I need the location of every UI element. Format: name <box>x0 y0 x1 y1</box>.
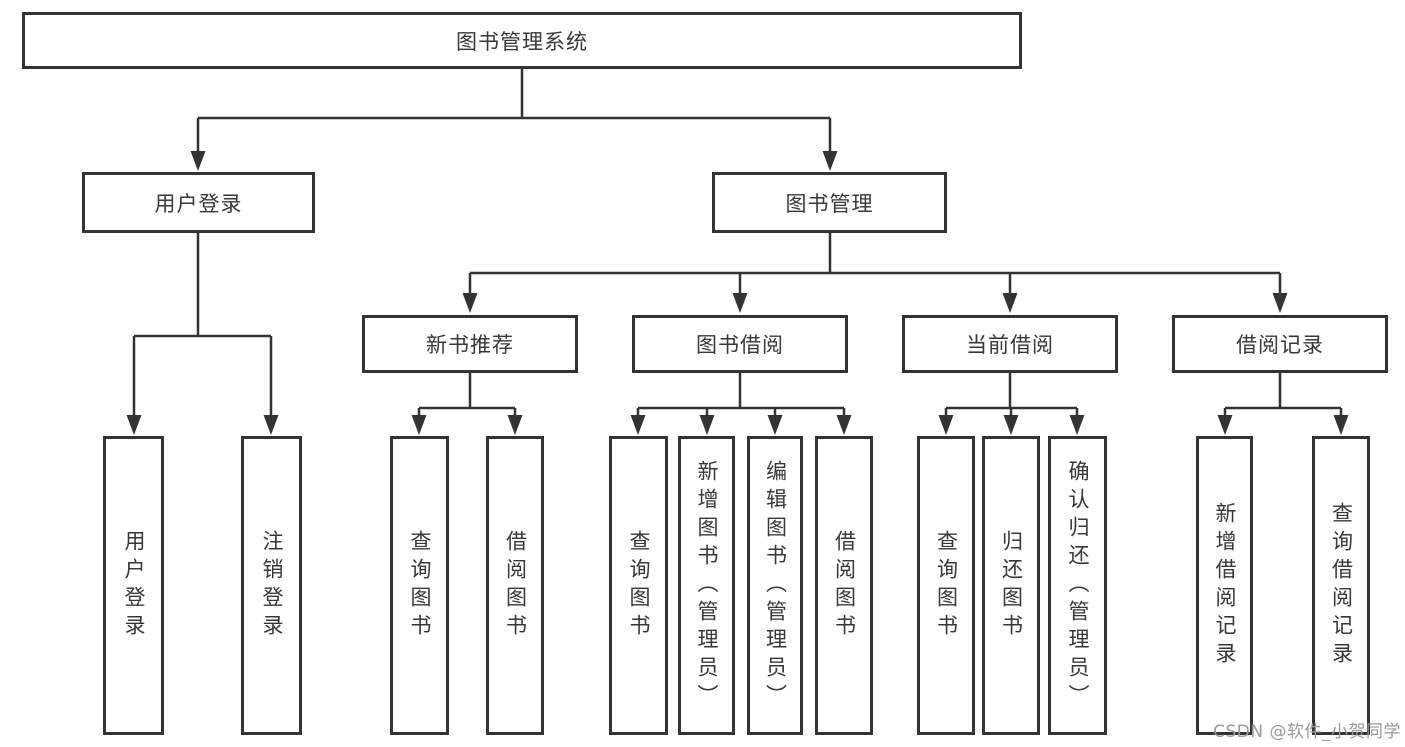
node-current-borrowing-label: 当前借阅 <box>966 333 1054 357</box>
node-current-borrowing: 当前借阅 <box>902 315 1118 373</box>
node-root-label: 图书管理系统 <box>456 29 588 54</box>
leaf-borrow-books-1-label: 借阅图书 <box>503 529 528 642</box>
leaf-query-books-2: 查询图书 <box>609 436 668 735</box>
leaf-return-books-label: 归还图书 <box>999 529 1024 642</box>
leaf-borrow-books-2: 借阅图书 <box>815 436 873 735</box>
leaf-query-borrow-record-label: 查询借阅记录 <box>1329 501 1354 670</box>
leaf-query-borrow-record: 查询借阅记录 <box>1312 436 1370 735</box>
node-user-login: 用户登录 <box>82 172 315 233</box>
csdn-watermark: CSDN @软件_小贺同学 <box>1213 722 1401 742</box>
node-borrow-records: 借阅记录 <box>1172 315 1388 373</box>
node-book-management-label: 图书管理 <box>785 191 874 216</box>
leaf-edit-books-admin-label: 编辑图书（管理员） <box>763 459 788 712</box>
leaf-edit-books-admin: 编辑图书（管理员） <box>747 436 803 735</box>
leaf-logout: 注销登录 <box>241 436 302 735</box>
node-book-borrowing-label: 图书借阅 <box>696 333 784 357</box>
leaf-add-books-admin: 新增图书（管理员） <box>678 436 735 735</box>
leaf-user-login-label: 用户登录 <box>122 529 146 642</box>
node-user-login-label: 用户登录 <box>154 191 243 216</box>
node-book-management: 图书管理 <box>712 172 947 233</box>
leaf-add-books-admin-label: 新增图书（管理员） <box>695 459 719 712</box>
leaf-query-books-3-label: 查询图书 <box>934 529 959 642</box>
leaf-borrow-books-2-label: 借阅图书 <box>832 529 857 642</box>
leaf-query-books-2-label: 查询图书 <box>627 529 651 642</box>
leaf-query-books-1: 查询图书 <box>390 436 449 735</box>
leaf-borrow-books-1: 借阅图书 <box>486 436 544 735</box>
node-borrow-records-label: 借阅记录 <box>1236 333 1324 357</box>
node-root-system: 图书管理系统 <box>22 12 1022 69</box>
leaf-query-books-3: 查询图书 <box>917 436 975 735</box>
node-new-book-recommend: 新书推荐 <box>362 315 578 373</box>
leaf-query-books-1-label: 查询图书 <box>408 529 432 642</box>
leaf-confirm-return-admin: 确认归还（管理员） <box>1048 436 1107 735</box>
leaf-logout-label: 注销登录 <box>260 529 284 642</box>
leaf-return-books: 归还图书 <box>982 436 1040 735</box>
node-book-borrowing: 图书借阅 <box>632 315 848 373</box>
leaf-confirm-return-admin-label: 确认归还（管理员） <box>1066 459 1090 712</box>
leaf-user-login: 用户登录 <box>103 436 164 735</box>
node-new-book-recommend-label: 新书推荐 <box>426 333 514 357</box>
leaf-add-borrow-record: 新增借阅记录 <box>1196 436 1253 735</box>
leaf-add-borrow-record-label: 新增借阅记录 <box>1213 501 1237 670</box>
